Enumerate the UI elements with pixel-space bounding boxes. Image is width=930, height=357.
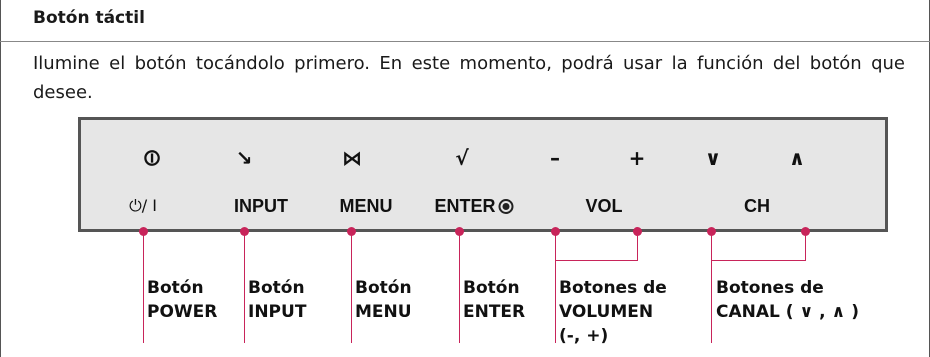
input-pointer-dot <box>240 227 249 236</box>
callout-line: VOLUMEN <box>559 302 654 322</box>
ch-bracket <box>711 260 806 261</box>
ch-leader-line <box>711 234 712 343</box>
power-pointer-dot <box>139 227 148 236</box>
channel-callout: Botones de CANAL ( ∨ , ∧ ) <box>716 276 859 324</box>
callout-line: Botones de <box>716 278 824 298</box>
power-leader-line <box>143 234 144 343</box>
menu-leader-line <box>351 234 352 343</box>
volume-callout: Botones de VOLUMEN (-, +) <box>559 276 667 348</box>
callout-line: Botón <box>147 278 204 298</box>
title-divider <box>0 41 930 42</box>
vol-plus-leader-stub <box>637 236 638 261</box>
input-callout: Botón INPUT <box>248 276 306 324</box>
ch-group-label: CH <box>744 196 770 216</box>
callout-line: POWER <box>147 302 218 322</box>
section-description: Ilumine el botón tocándolo primero. En e… <box>33 53 905 103</box>
menu-pointer-dot <box>347 227 356 236</box>
ch-up-pointer-dot <box>801 227 810 236</box>
callout-line: Botón <box>248 278 305 298</box>
callout-line: INPUT <box>248 302 307 322</box>
callout-line: CANAL ( ∨ , ∧ ) <box>716 302 860 322</box>
input-arrow-icon[interactable]: ↘ <box>235 146 253 170</box>
ch-down-pointer-dot <box>707 227 716 236</box>
callout-line: Botón <box>355 278 412 298</box>
touch-button-panel <box>78 117 888 232</box>
input-button-label: INPUT <box>234 196 288 216</box>
callout-line: Botones de <box>559 278 667 298</box>
menu-icon[interactable]: ⋈ <box>342 146 362 170</box>
callout-line: Botón <box>463 278 520 298</box>
enter-leader-line <box>459 234 460 343</box>
enter-label-text: ENTER <box>434 196 496 216</box>
callout-line: MENU <box>355 302 412 322</box>
ch-up-icon[interactable]: ∧ <box>788 146 806 170</box>
vol-bracket <box>555 260 638 261</box>
ch-up-leader-stub <box>805 236 806 261</box>
power-button-label: ⏻/ I <box>129 196 157 215</box>
vol-plus-icon[interactable]: + <box>628 146 646 170</box>
power-callout: Botón POWER <box>147 276 217 324</box>
vol-minus-pointer-dot <box>551 227 560 236</box>
frame-left-border <box>0 0 1 357</box>
section-title: Botón táctil <box>33 8 145 28</box>
callout-line: ENTER <box>463 302 526 322</box>
callout-line: (-, +) <box>559 326 609 346</box>
enter-check-icon[interactable]: √ <box>455 146 469 170</box>
menu-button-label: MENU <box>339 196 393 216</box>
ch-down-icon[interactable]: ∨ <box>704 146 722 170</box>
enter-button-label: ENTER <box>434 195 514 217</box>
power-symbol-icon[interactable]: ⏼ <box>144 146 160 170</box>
enter-ring-icon <box>498 199 514 214</box>
vol-leader-line <box>555 234 556 343</box>
vol-group-label: VOL <box>585 196 623 216</box>
enter-pointer-dot <box>455 227 464 236</box>
enter-callout: Botón ENTER <box>463 276 525 324</box>
input-leader-line <box>244 234 245 343</box>
vol-plus-pointer-dot <box>633 227 642 236</box>
vol-minus-icon[interactable]: – <box>550 146 560 170</box>
menu-callout: Botón MENU <box>355 276 412 324</box>
